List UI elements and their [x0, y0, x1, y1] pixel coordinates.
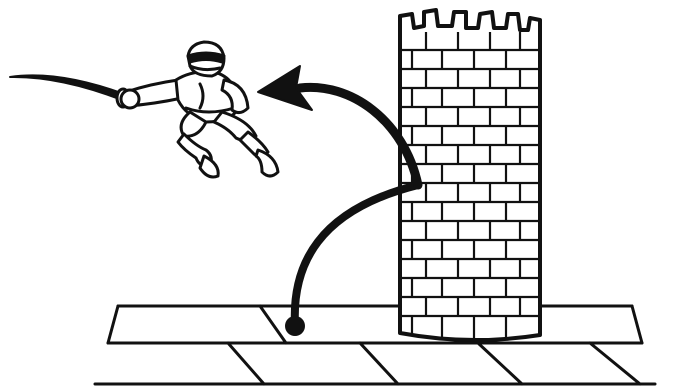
- floor: [95, 306, 655, 384]
- sword-icon: [10, 75, 124, 100]
- back-boot: [256, 150, 278, 176]
- floor-front-joints: [228, 343, 640, 384]
- head-band: [188, 53, 224, 62]
- fist: [121, 90, 139, 108]
- start-point-dot: [285, 316, 305, 336]
- front-boot: [200, 156, 218, 177]
- ninja-swordsman-icon: [10, 42, 278, 177]
- pillar-outline: [400, 10, 540, 340]
- curved-arrow-icon: [258, 66, 418, 336]
- floor-back-joints: [108, 306, 642, 343]
- brick-pillar: [400, 10, 540, 340]
